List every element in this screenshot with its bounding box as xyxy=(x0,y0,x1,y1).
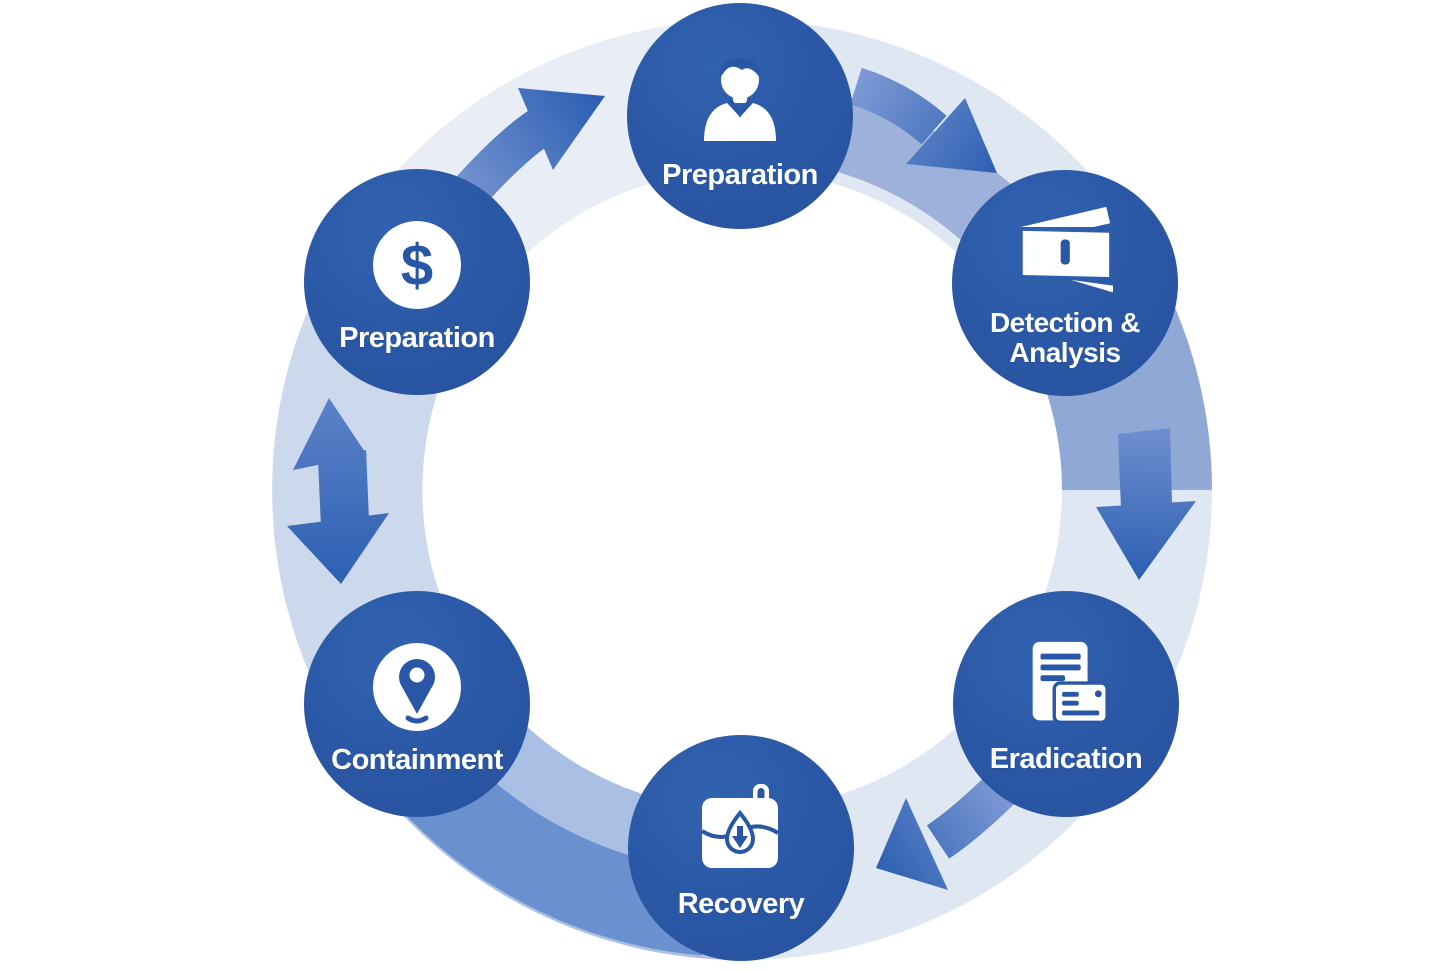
person-icon xyxy=(704,58,776,142)
document-card-icon xyxy=(1032,642,1109,725)
dollar-glyph: $ xyxy=(401,233,433,298)
node-detection-analysis: Detection & Analysis xyxy=(952,170,1178,396)
node-preparation-left: $ Preparation xyxy=(304,169,530,395)
node-preparation-top: Preparation xyxy=(627,3,853,229)
arrow-prep-top-to-detection xyxy=(849,67,997,173)
node-eradication: Eradication xyxy=(953,591,1179,817)
node-label: Eradication xyxy=(989,743,1143,776)
location-pin-icon xyxy=(373,643,461,732)
node-label: Detection & Analysis xyxy=(989,306,1141,368)
node-label: Recovery xyxy=(677,888,805,921)
arrow-containment-prep-double xyxy=(287,398,389,584)
node-label: Preparation xyxy=(339,322,495,355)
backup-shield-icon xyxy=(700,784,780,869)
arrow-eradication-to-recovery xyxy=(876,773,1016,890)
arrow-detection-to-eradication xyxy=(1096,428,1196,580)
node-recovery: Recovery xyxy=(628,735,854,961)
dollar-icon: $ xyxy=(373,221,461,310)
node-label: Preparation xyxy=(662,159,818,192)
node-label: Containment xyxy=(331,744,503,777)
mail-alert-icon xyxy=(1020,206,1113,293)
node-containment: Containment xyxy=(304,591,530,817)
